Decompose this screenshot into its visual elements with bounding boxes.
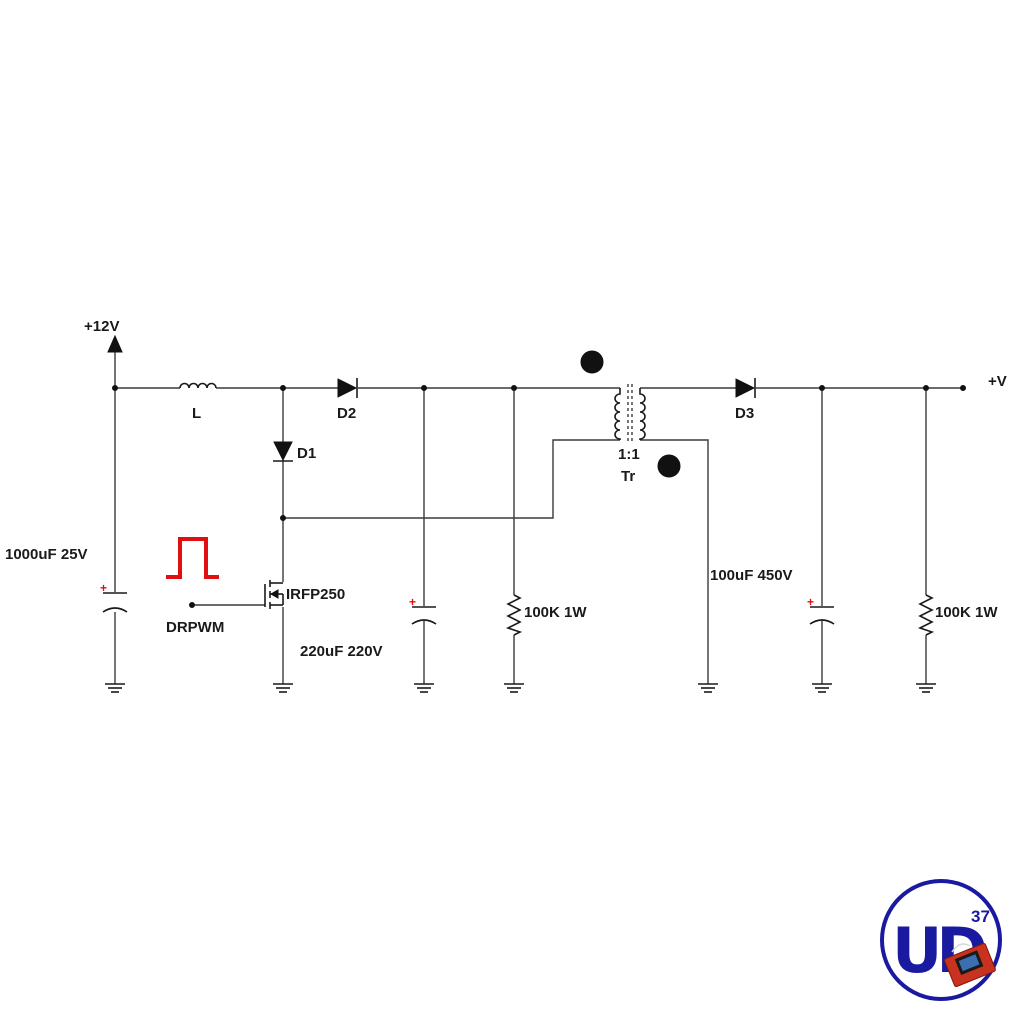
logo-board-icon xyxy=(944,942,996,988)
junction-dot xyxy=(923,385,929,391)
junction-dot xyxy=(112,385,118,391)
diode-d1-label: D1 xyxy=(297,445,316,462)
transformer-icon xyxy=(614,384,646,444)
input-cap-polarity: + xyxy=(100,581,107,595)
output-cap-label: 100uF 450V xyxy=(710,567,793,584)
output-capacitor-icon xyxy=(809,606,835,625)
primary-polarity-dot-icon xyxy=(580,350,604,374)
mid-cap-polarity: + xyxy=(409,595,416,609)
ground-icon xyxy=(414,683,434,693)
supply-label: +12V xyxy=(84,318,119,335)
output-label: +V xyxy=(988,373,1007,390)
junctions xyxy=(112,385,966,608)
supply-arrow-icon xyxy=(107,334,123,353)
logo: UD 37 xyxy=(880,879,1002,1001)
secondary-polarity-dot-icon xyxy=(657,454,681,478)
mid-resistor-label: 100K 1W xyxy=(524,604,587,621)
mosfet-icon xyxy=(264,580,284,609)
inductor-label: L xyxy=(192,405,201,422)
junction-dot xyxy=(819,385,825,391)
output-terminal xyxy=(960,385,966,391)
ground-icon xyxy=(504,683,524,693)
transformer-label: Tr xyxy=(621,468,635,485)
input-capacitor-icon xyxy=(102,592,128,613)
mid-resistor-icon xyxy=(505,594,523,636)
inductor-icon xyxy=(179,382,217,389)
junction-dot xyxy=(511,385,517,391)
ground-symbols xyxy=(105,683,936,693)
mid-cap-label: 220uF 220V xyxy=(300,643,383,660)
diode-d3-label: D3 xyxy=(735,405,754,422)
wires xyxy=(114,350,962,684)
output-resistor-label: 100K 1W xyxy=(935,604,998,621)
transformer-ratio: 1:1 xyxy=(618,446,640,463)
diode-d2-label: D2 xyxy=(337,405,356,422)
ground-icon xyxy=(273,683,293,693)
logo-superscript: 37 xyxy=(971,907,990,926)
wire-feedback xyxy=(283,439,620,519)
diode-d2-icon xyxy=(337,378,358,398)
pwm-terminal xyxy=(189,602,195,608)
output-resistor-icon xyxy=(917,594,935,636)
junction-dot xyxy=(280,515,286,521)
junction-dot xyxy=(280,385,286,391)
diode-d1-icon xyxy=(273,441,293,462)
mid-capacitor-icon xyxy=(411,606,437,625)
pwm-label: DRPWM xyxy=(166,619,224,636)
pwm-pulse-icon xyxy=(166,537,219,579)
output-cap-polarity: + xyxy=(807,595,814,609)
mosfet-label: IRFP250 xyxy=(286,586,345,603)
ground-icon xyxy=(812,683,832,693)
junction-dot xyxy=(421,385,427,391)
ground-icon xyxy=(916,683,936,693)
input-cap-label: 1000uF 25V xyxy=(5,546,88,563)
diode-d3-icon xyxy=(735,378,756,398)
ground-icon xyxy=(698,683,718,693)
ground-icon xyxy=(105,683,125,693)
wire-secondary-gnd xyxy=(640,439,709,684)
